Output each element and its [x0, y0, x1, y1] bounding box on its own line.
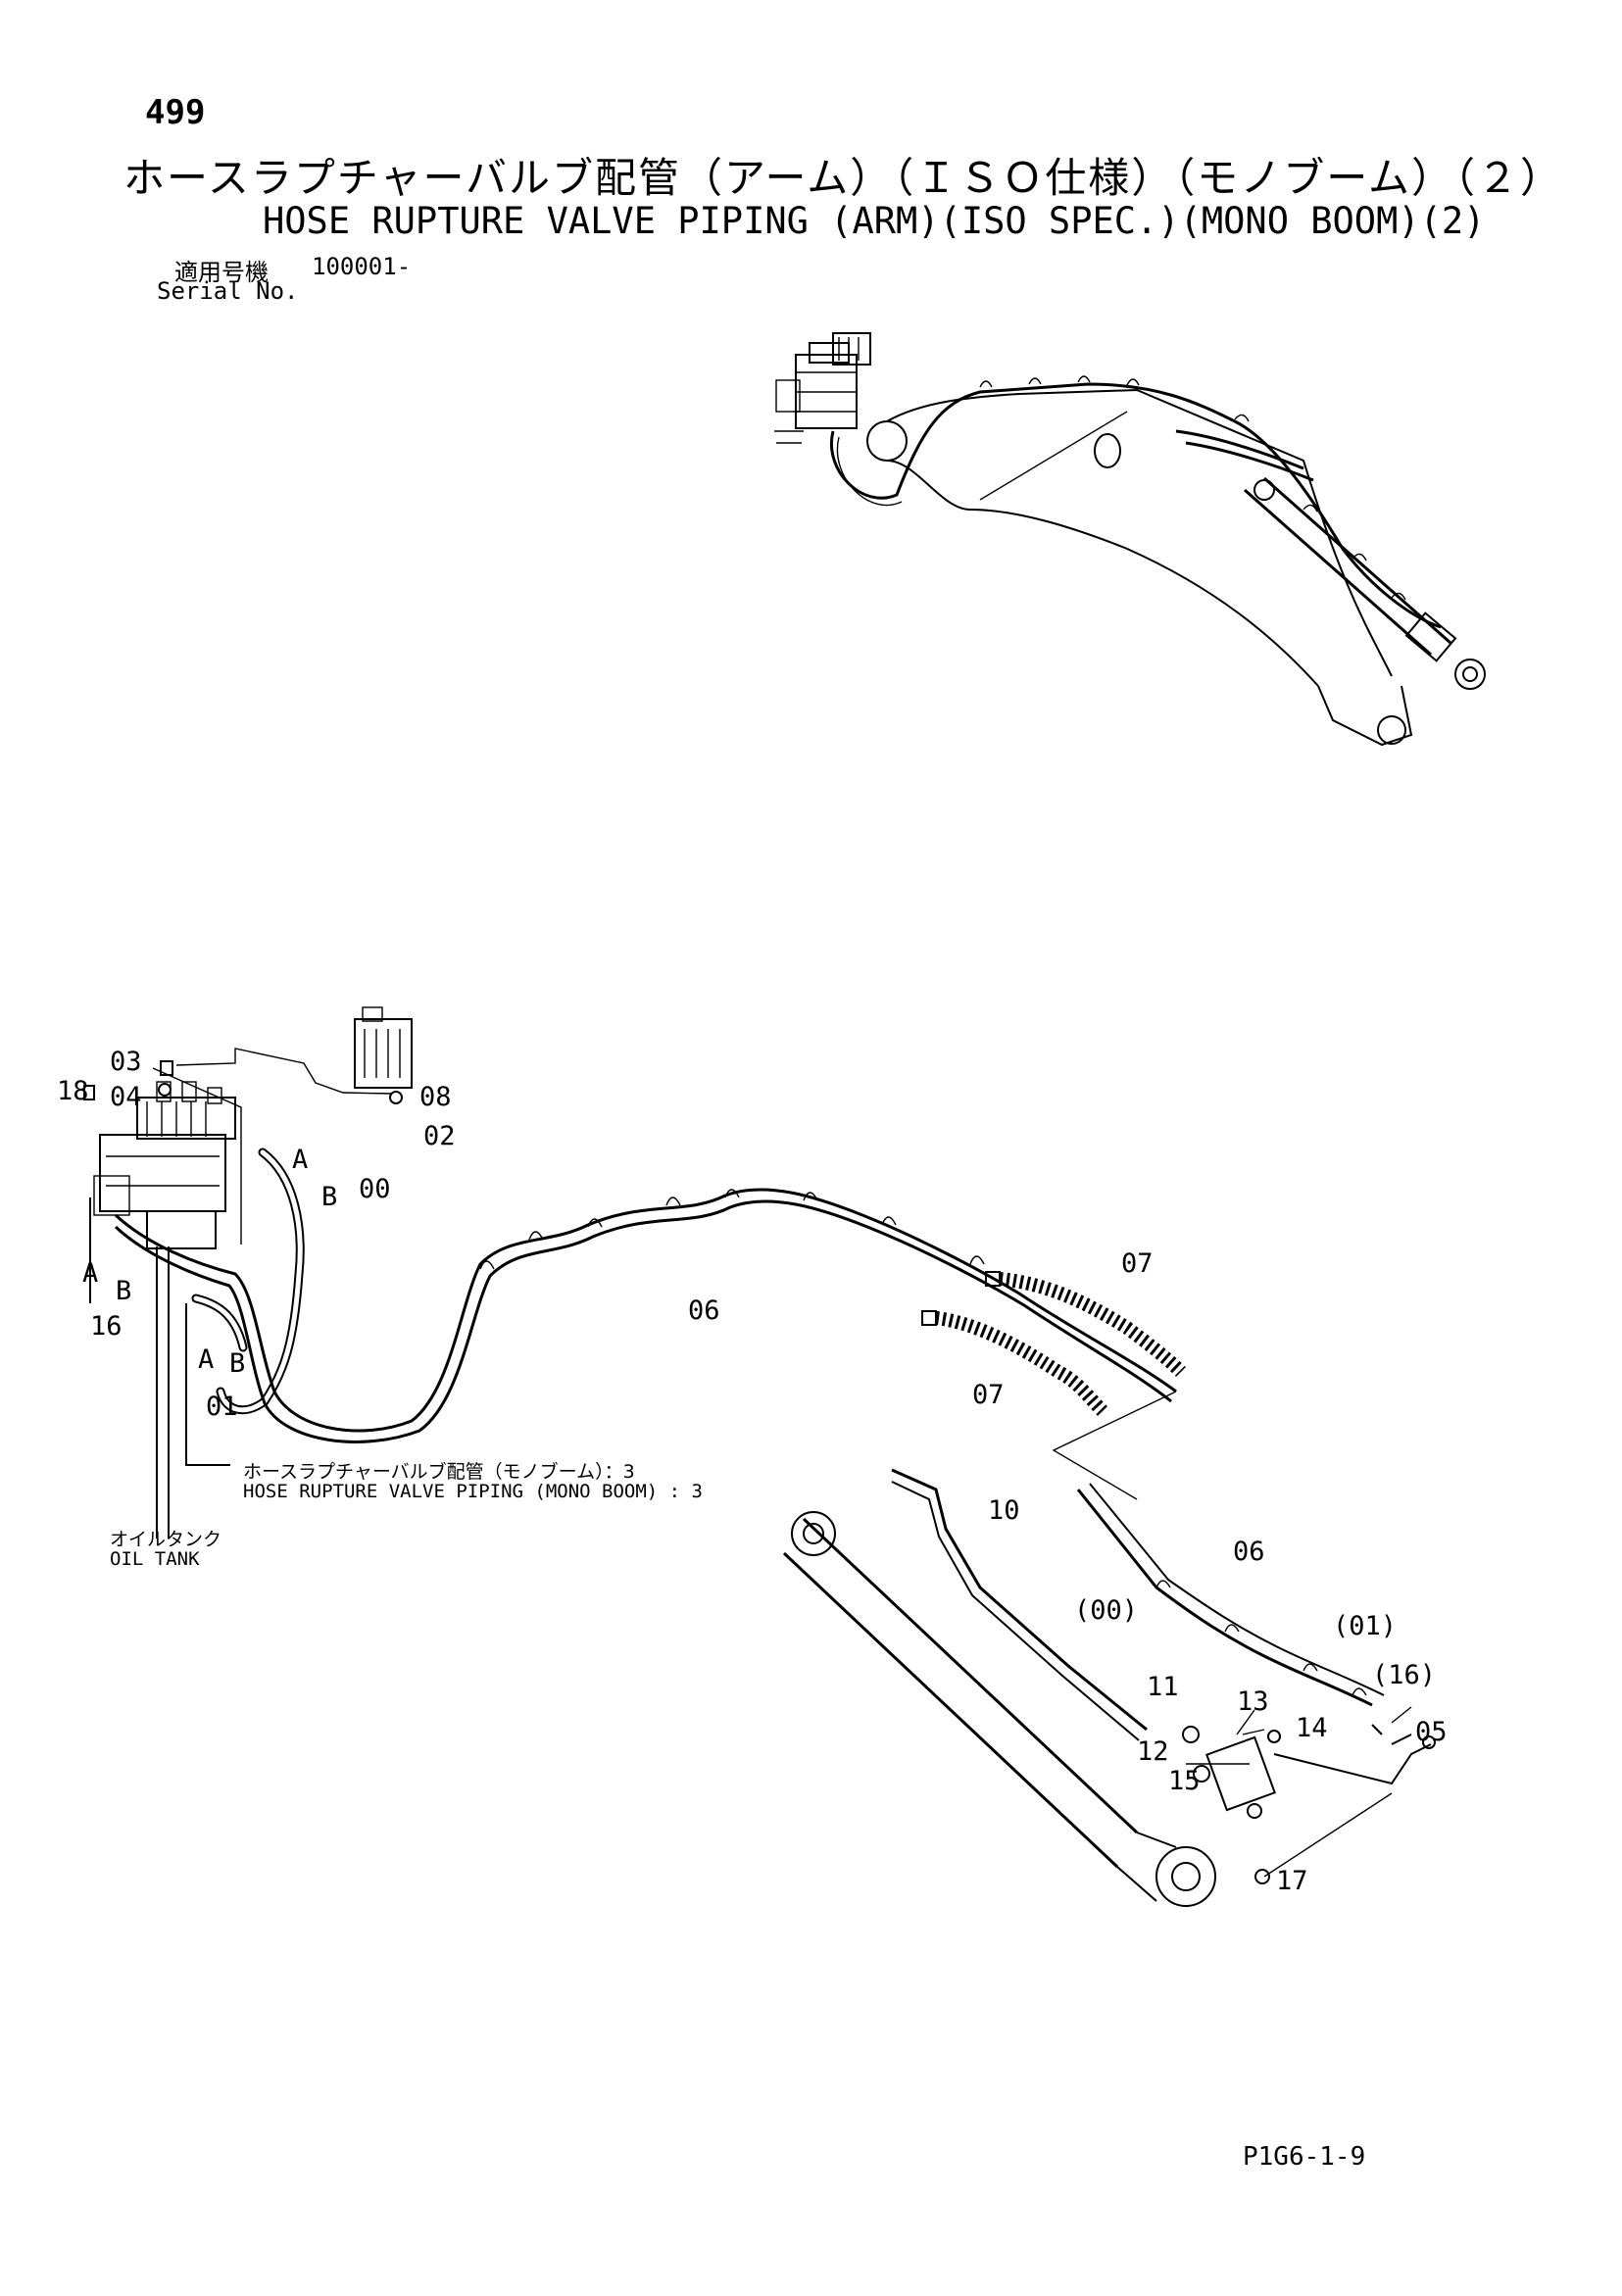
- callout-04: 04: [110, 1082, 142, 1112]
- callout-A-01: A: [198, 1344, 214, 1375]
- callout-16: 16: [90, 1311, 123, 1342]
- serial-number-value: 100001-: [312, 253, 412, 280]
- callout-B-00: B: [321, 1182, 337, 1212]
- callout-00: 00: [359, 1174, 391, 1204]
- callout-13: 13: [1237, 1686, 1269, 1717]
- callout-01-ref: (01): [1333, 1611, 1397, 1641]
- callout-11: 11: [1147, 1672, 1179, 1702]
- callout-B-16: B: [116, 1276, 131, 1306]
- callout-15: 15: [1168, 1766, 1201, 1796]
- callout-B-01: B: [229, 1348, 245, 1379]
- serial-label-japanese: 適用号機: [174, 259, 269, 286]
- callout-12: 12: [1137, 1736, 1169, 1767]
- callout-16-ref: (16): [1372, 1660, 1436, 1690]
- callout-07-upper: 07: [1121, 1248, 1154, 1279]
- page-number: 499: [145, 93, 206, 132]
- page-title-english: HOSE RUPTURE VALVE PIPING (ARM)(ISO SPEC…: [263, 200, 1486, 242]
- reference-mono-boom-english: HOSE RUPTURE VALVE PIPING (MONO BOOM) : …: [243, 1481, 703, 1502]
- oil-tank-label-english: OIL TANK: [110, 1548, 200, 1570]
- callout-00-ref: (00): [1074, 1595, 1138, 1626]
- callout-18: 18: [57, 1076, 89, 1106]
- callout-08: 08: [419, 1082, 452, 1112]
- callout-14: 14: [1296, 1713, 1328, 1743]
- callout-A-00: A: [292, 1145, 308, 1175]
- oil-tank-label-japanese: オイルタンク: [110, 1529, 222, 1550]
- overview-arm-cylinder: [1244, 476, 1486, 690]
- detail-arm-cylinder: [782, 1468, 1436, 1907]
- reference-mono-boom-japanese: ホースラプチャーバルブ配管（モノブーム）：3: [243, 1461, 635, 1483]
- overview-hose-run: [830, 375, 1442, 629]
- overview-boom-assembly: [774, 332, 1486, 747]
- callout-02: 02: [423, 1121, 456, 1151]
- callout-10: 10: [988, 1495, 1020, 1526]
- callout-06-upper: 06: [688, 1295, 720, 1326]
- overview-control-valve: [774, 332, 871, 444]
- callout-06-lower: 06: [1233, 1537, 1265, 1567]
- callout-03: 03: [110, 1047, 142, 1077]
- callout-01: 01: [206, 1392, 238, 1422]
- serial-label-english: Serial No.: [157, 277, 299, 305]
- callout-A-16: A: [82, 1258, 98, 1289]
- overview-boom: [866, 388, 1413, 747]
- page-title-japanese: ホースラプチャーバルブ配管（アーム）（ＩＳＯ仕様）（モノブーム）（２）: [123, 154, 1564, 202]
- callout-05: 05: [1415, 1717, 1448, 1747]
- detail-valve-assembly: [83, 1006, 413, 1249]
- drawing-code: P1G6-1-9: [1243, 2142, 1366, 2172]
- callout-labels: 03 04 18 08 02 A B 00 A B 16 A B 01 06 0…: [57, 1047, 1448, 1896]
- detail-hoses: [89, 1148, 1186, 1539]
- callout-07-lower: 07: [972, 1380, 1005, 1410]
- callout-17: 17: [1276, 1866, 1308, 1896]
